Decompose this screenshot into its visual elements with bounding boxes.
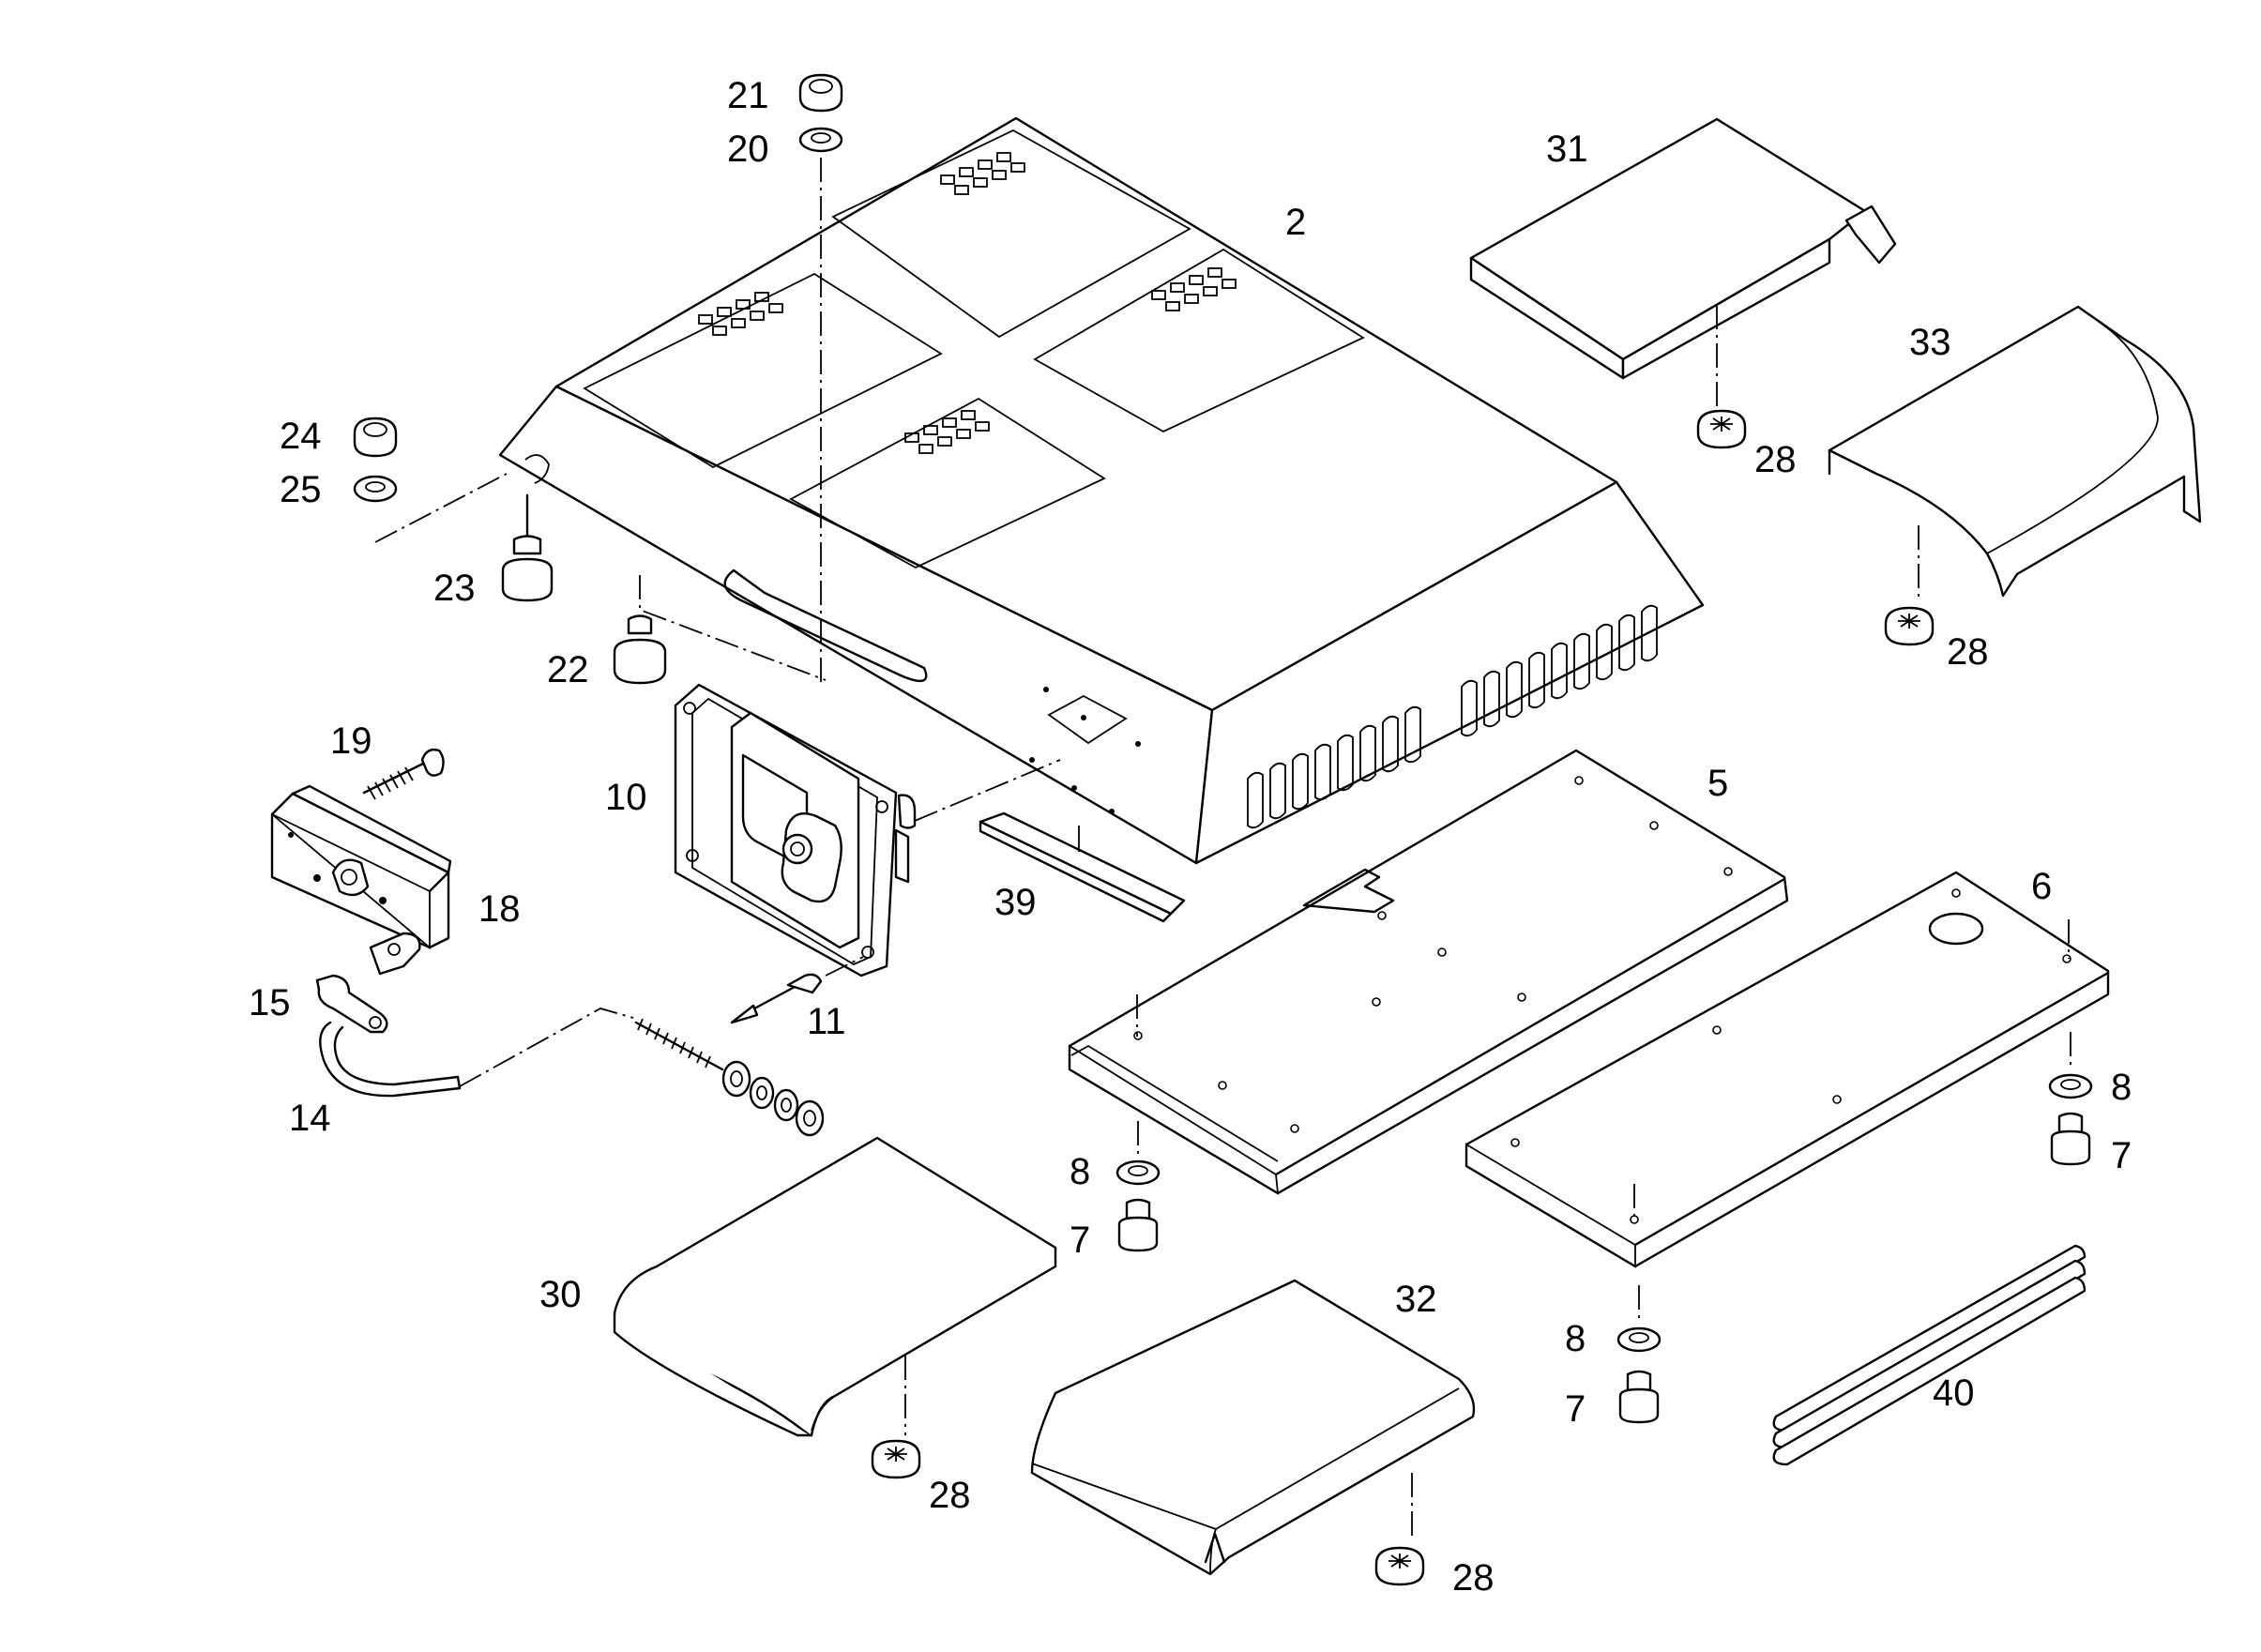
cover-32 [1030,1279,1476,1576]
label-31: 31 [1546,129,1588,170]
label-28d: 28 [1452,1557,1495,1599]
label-7c: 7 [1565,1388,1586,1430]
cover-30 [613,1136,1057,1437]
stud-22 [613,575,827,685]
nut-24 [353,417,398,458]
strip-39 [979,811,1186,923]
label-28a: 28 [1754,439,1797,480]
label-14: 14 [289,1098,331,1139]
label-8a: 8 [1070,1151,1090,1192]
bolt-7-c [1618,1370,1660,1424]
latch-10 [674,683,1061,978]
plate-5 [1068,749,1789,1195]
label-23: 23 [433,568,476,609]
label-28c: 28 [929,1475,971,1516]
washer-8-b [2048,1032,2093,1099]
label-24: 24 [280,416,322,457]
label-11: 11 [807,1001,846,1042]
label-7a: 7 [1070,1220,1090,1261]
threaded-rod [634,1018,825,1137]
label-7b: 7 [2111,1135,2132,1176]
label-15: 15 [249,982,291,1023]
rivet-11 [730,956,864,1024]
stud-23 [501,493,554,602]
label-25: 25 [280,469,322,510]
callout-labels: 2 5 6 7 7 7 8 8 8 10 11 14 15 18 19 20 2… [249,75,2132,1599]
label-20: 20 [727,129,769,170]
cover-31 [1469,117,1897,408]
label-8b: 8 [2111,1067,2132,1108]
label-40: 40 [1933,1372,1975,1414]
label-10: 10 [605,777,647,818]
washer-25 [353,475,398,503]
label-30: 30 [539,1274,582,1315]
label-33: 33 [1909,322,1951,363]
cover-33 [1828,305,2202,600]
bolt-7-b [2050,1112,2091,1166]
label-19: 19 [330,720,372,762]
lock-18 [270,784,452,976]
seal-40 [1772,1244,2086,1466]
washer-8-c [1616,1285,1662,1353]
screw-28-a [1696,409,1747,449]
screw-28-b [1884,606,1935,646]
bolt-19 [362,748,445,800]
centerline-23 [374,473,508,543]
label-39: 39 [994,882,1037,923]
washer-20 [798,127,843,153]
screw-28-d [1374,1546,1425,1586]
screw-28-c [871,1439,921,1479]
label-2: 2 [1285,202,1306,243]
label-6: 6 [2031,866,2052,907]
label-8c: 8 [1565,1318,1586,1359]
rod-14 [319,1008,634,1098]
label-18: 18 [478,888,521,930]
label-28b: 28 [1947,631,1989,673]
washer-8-a [1115,1121,1161,1186]
arm-15 [315,974,388,1034]
label-21: 21 [727,75,769,116]
plate-6 [1464,871,2110,1268]
label-5: 5 [1707,763,1728,804]
label-22: 22 [547,649,589,690]
nut-21 [798,73,843,113]
label-32: 32 [1395,1279,1437,1320]
bolt-7-a [1117,1198,1159,1252]
